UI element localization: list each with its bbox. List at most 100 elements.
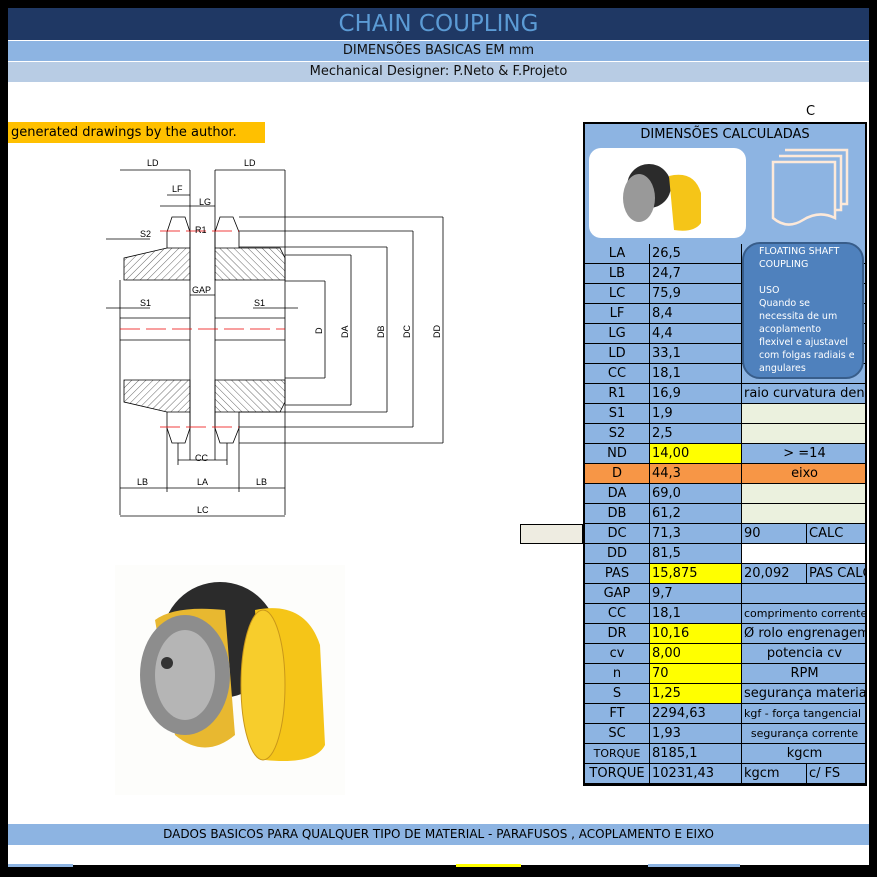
- param-value[interactable]: 61,2: [650, 504, 742, 524]
- svg-text:LD: LD: [147, 158, 159, 168]
- param-note: [742, 484, 865, 504]
- param-label: LB: [585, 264, 650, 284]
- param-note[interactable]: 20,092: [742, 564, 807, 584]
- svg-text:D: D: [314, 327, 324, 334]
- param-label: LD: [585, 344, 650, 364]
- param-label: DC: [585, 524, 650, 544]
- param-value[interactable]: 70: [650, 664, 742, 684]
- param-label: LA: [585, 244, 650, 264]
- svg-text:GAP: GAP: [192, 285, 211, 295]
- param-value[interactable]: 33,1: [650, 344, 742, 364]
- param-note[interactable]: 90: [742, 524, 807, 544]
- designer-band: Mechanical Designer: P.Neto & F.Projeto: [8, 62, 869, 82]
- param-note: > =14: [742, 444, 865, 464]
- param-value[interactable]: 14,00: [650, 444, 742, 464]
- footer-band: DADOS BASICOS PARA QUALQUER TIPO DE MATE…: [8, 824, 869, 845]
- svg-text:DB: DB: [376, 325, 386, 338]
- param-label: D: [585, 464, 650, 484]
- page-title: CHAIN COUPLING: [8, 8, 869, 40]
- coupling-thumbnail: [589, 148, 746, 238]
- svg-text:LA: LA: [197, 477, 208, 487]
- svg-text:CC: CC: [195, 453, 208, 463]
- param-value[interactable]: 24,7: [650, 264, 742, 284]
- param-label: S2: [585, 424, 650, 444]
- param-note: eixo: [742, 464, 865, 484]
- svg-text:LD: LD: [244, 158, 256, 168]
- svg-text:LC: LC: [197, 505, 209, 515]
- param-label: FT: [585, 704, 650, 724]
- svg-text:LB: LB: [137, 477, 148, 487]
- param-note[interactable]: kgcm: [742, 764, 807, 784]
- svg-text:LG: LG: [199, 197, 211, 207]
- param-value[interactable]: 26,5: [650, 244, 742, 264]
- param-label: DB: [585, 504, 650, 524]
- author-note[interactable]: generated drawings by the author.: [8, 122, 265, 143]
- param-label: CC: [585, 364, 650, 384]
- footer-cell: [8, 864, 73, 867]
- svg-text:LF: LF: [172, 184, 183, 194]
- footer-cell: [648, 864, 740, 867]
- param-value[interactable]: 75,9: [650, 284, 742, 304]
- dc-side-cell[interactable]: [520, 524, 583, 544]
- param-value[interactable]: 8185,1: [650, 744, 742, 764]
- param-label: DD: [585, 544, 650, 564]
- callout-title: FLOATING SHAFT COUPLING: [759, 246, 840, 270]
- param-value[interactable]: 9,7: [650, 584, 742, 604]
- param-value[interactable]: 81,5: [650, 544, 742, 564]
- param-value[interactable]: 1,25: [650, 684, 742, 704]
- param-value[interactable]: 18,1: [650, 364, 742, 384]
- param-note: raio curvatura dente: [742, 384, 865, 404]
- param-value[interactable]: 8,00: [650, 644, 742, 664]
- param-value[interactable]: 69,0: [650, 484, 742, 504]
- param-value[interactable]: 15,875: [650, 564, 742, 584]
- param-label: SC: [585, 724, 650, 744]
- svg-text:R1: R1: [195, 225, 207, 235]
- param-label: ND: [585, 444, 650, 464]
- param-value[interactable]: 18,1: [650, 604, 742, 624]
- param-value[interactable]: 10,16: [650, 624, 742, 644]
- param-value[interactable]: 44,3: [650, 464, 742, 484]
- param-value[interactable]: 4,4: [650, 324, 742, 344]
- param-value[interactable]: 1,93: [650, 724, 742, 744]
- param-value[interactable]: 1,9: [650, 404, 742, 424]
- param-note: potencia cv: [742, 644, 865, 664]
- param-value[interactable]: 8,4: [650, 304, 742, 324]
- param-note: [742, 584, 865, 604]
- param-label: TORQUE: [585, 764, 650, 784]
- callout-text: Quando se necessita de um acoplamento fl…: [759, 298, 855, 374]
- info-callout: FLOATING SHAFT COUPLING USO Quando se ne…: [742, 242, 864, 379]
- svg-text:S1: S1: [254, 298, 265, 308]
- param-note-2: PAS CALC: [807, 564, 865, 584]
- param-label: LC: [585, 284, 650, 304]
- footer-cell: [456, 864, 521, 867]
- param-note: [742, 424, 865, 444]
- column-marker: C: [806, 104, 816, 119]
- param-value[interactable]: 10231,43: [650, 764, 742, 784]
- calculated-dimensions-panel: DIMENSÕES CALCULADAS: [583, 122, 867, 244]
- param-label: DA: [585, 484, 650, 504]
- param-note: comprimento corrente: [742, 604, 865, 624]
- svg-text:S1: S1: [140, 298, 151, 308]
- param-note: [742, 544, 865, 564]
- param-value[interactable]: 71,3: [650, 524, 742, 544]
- svg-text:DD: DD: [432, 325, 442, 338]
- param-value[interactable]: 16,9: [650, 384, 742, 404]
- coupling-photo: [115, 565, 345, 795]
- param-note: kgf - força tangencial: [742, 704, 865, 724]
- param-note: Ø rolo engrenagem: [742, 624, 865, 644]
- svg-text:DC: DC: [402, 325, 412, 338]
- param-value[interactable]: 2294,63: [650, 704, 742, 724]
- param-value[interactable]: 2,5: [650, 424, 742, 444]
- param-note: kgcm: [742, 744, 865, 764]
